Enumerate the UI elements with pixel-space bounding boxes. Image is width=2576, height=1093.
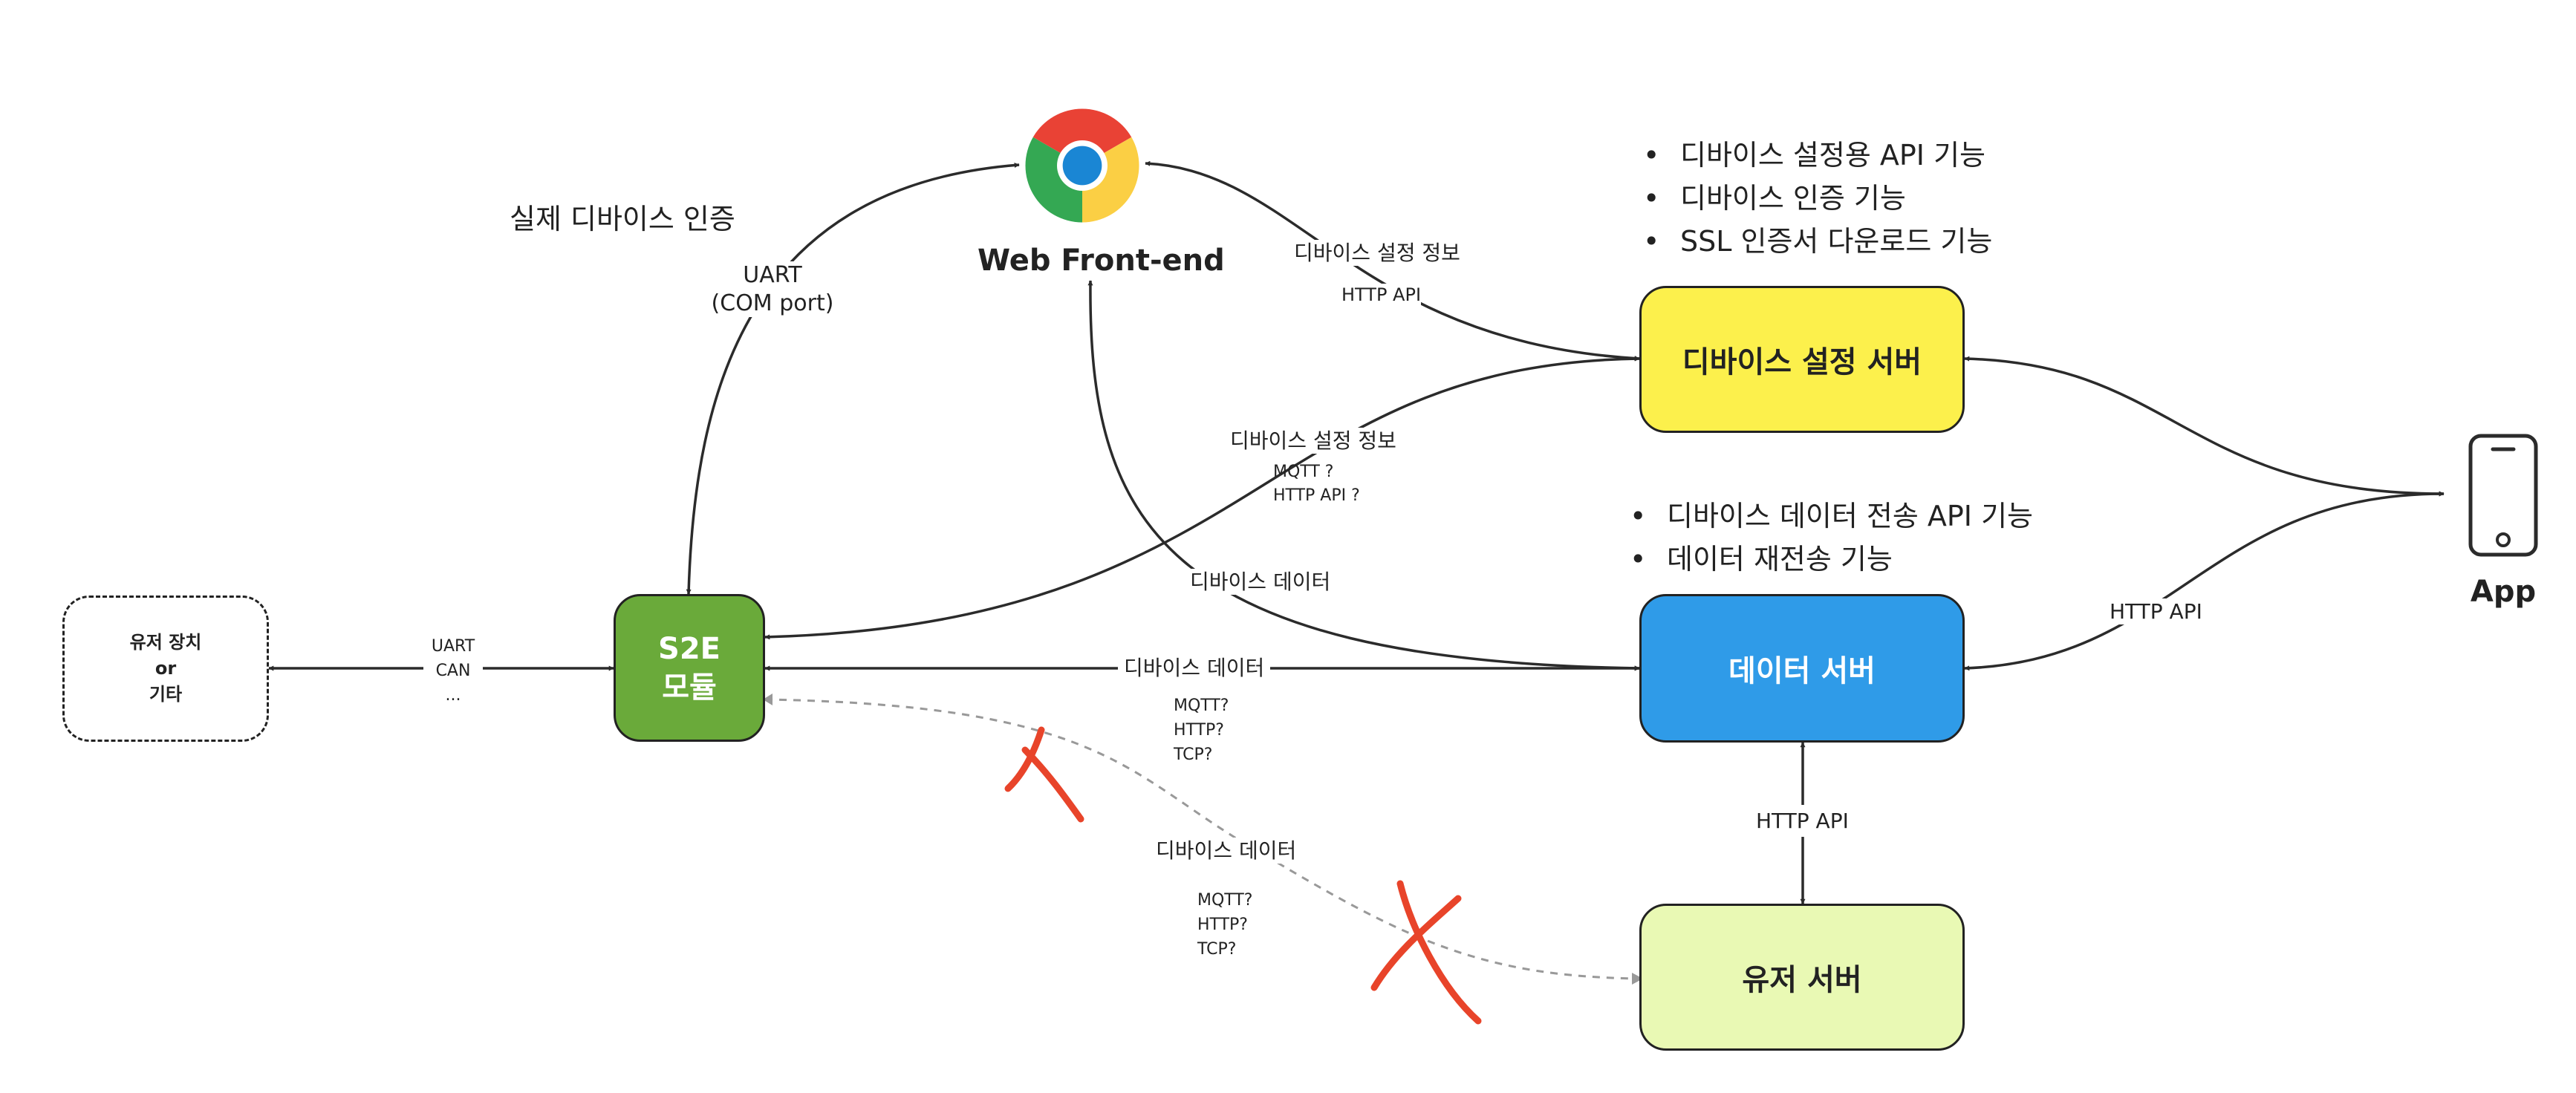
com-port-label: (COM port) <box>711 290 834 316</box>
uart-com-label: UART (COM port) <box>706 261 839 317</box>
deprecated-link <box>763 694 1643 985</box>
user-device-node: 유저 장치 or 기타 <box>62 596 269 742</box>
cross-mark-1b <box>1021 746 1084 823</box>
cross-mark-2a <box>1370 895 1462 991</box>
config-feature-text: 디바이스 인증 기능 <box>1680 182 1906 215</box>
data-feature-item: •데이터 재전송 기능 <box>1630 543 1893 575</box>
user-device-label-line1: 유저 장치 <box>129 632 202 653</box>
config-feature-item: •디바이스 설정용 API 기능 <box>1643 139 1985 172</box>
dashed-arrowhead-start <box>763 694 773 705</box>
left-protocol-etc: ... <box>445 686 461 705</box>
s2e-to-web-arrow <box>686 163 1020 595</box>
data-feature-text: 디바이스 데이터 전송 API 기능 <box>1667 500 2033 532</box>
data-server-label: 데이터 서버 <box>1728 654 1876 688</box>
web-to-data-arrow <box>1087 280 1640 671</box>
config-feature-text: SSL 인증서 다운로드 기능 <box>1680 225 1993 258</box>
user-device-label-line3: 기타 <box>149 683 183 705</box>
http-api-q-label: HTTP API ? <box>1273 486 1360 505</box>
s2e-to-config-arrow <box>764 356 1640 640</box>
arrow-lines <box>268 160 2445 904</box>
s2e-label-line1: S2E <box>658 631 721 666</box>
device-data-mid-label: 디바이스 데이터 <box>1190 569 1331 595</box>
protocol-dashed-label: MQTT? HTTP? TCP? <box>1197 888 1252 962</box>
chrome-logo-icon <box>1025 108 1139 223</box>
http-api-app-label: HTTP API <box>2110 598 2202 624</box>
left-protocol-label: UART CAN ... <box>423 634 483 708</box>
data-feature-text: 데이터 재전송 기능 <box>1667 543 1893 575</box>
auth-note: 실제 디바이스 인증 <box>510 203 735 235</box>
mqtt-q-label: MQTT ? <box>1273 463 1334 481</box>
cross-marks <box>1004 726 1482 1025</box>
config-feature-item: •디바이스 인증 기능 <box>1643 182 1906 215</box>
data-server-node: 데이터 서버 <box>1639 594 1965 743</box>
protocol-main-tcp: TCP? <box>1174 745 1213 764</box>
data-feature-item: •디바이스 데이터 전송 API 기능 <box>1630 500 2033 532</box>
device-data-main-label: 디바이스 데이터 <box>1118 655 1271 681</box>
user-device-label-line2: or <box>155 658 177 679</box>
config-feature-item: •SSL 인증서 다운로드 기능 <box>1643 225 1993 258</box>
cross-mark-2b <box>1396 880 1482 1025</box>
http-api-user-label: HTTP API <box>1756 805 1849 837</box>
device-data-dashed-label: 디바이스 데이터 <box>1156 838 1297 864</box>
s2e-label-line2: 모듈 <box>662 670 717 705</box>
user-server-label: 유저 서버 <box>1742 963 1862 997</box>
config-feature-text: 디바이스 설정용 API 기능 <box>1680 139 1985 172</box>
s2e-module-node: S2E 모듈 <box>614 594 765 742</box>
cross-mark-1a <box>1004 726 1045 792</box>
mobile-phone-icon <box>2468 434 2538 557</box>
s2e-to-user-dashed-line <box>764 698 1640 980</box>
protocol-dashed-http: HTTP? <box>1197 916 1248 934</box>
http-api-top-label: HTTP API <box>1341 284 1422 306</box>
dashed-arrowhead <box>1632 973 1643 985</box>
config-to-app-arrow <box>1964 356 2445 497</box>
config-server-label: 디바이스 설정 서버 <box>1682 345 1922 379</box>
protocol-main-http: HTTP? <box>1174 721 1224 740</box>
data-to-app-arrow <box>1964 491 2445 671</box>
web-frontend-label: Web Front-end <box>978 244 1225 278</box>
uart-label: UART <box>743 262 802 288</box>
app-label: App <box>2470 575 2537 609</box>
config-server-node: 디바이스 설정 서버 <box>1639 286 1965 433</box>
user-server-node: 유저 서버 <box>1639 904 1965 1051</box>
config-info-mid-label: 디바이스 설정 정보 <box>1230 428 1396 454</box>
protocol-dashed-tcp: TCP? <box>1197 940 1237 959</box>
left-protocol-uart: UART <box>431 637 475 656</box>
protocol-main-label: MQTT? HTTP? TCP? <box>1174 694 1229 767</box>
left-protocol-can: CAN <box>435 662 471 680</box>
protocol-main-mqtt: MQTT? <box>1174 696 1229 715</box>
config-info-top-label: 디바이스 설정 정보 <box>1294 240 1460 266</box>
protocol-dashed-mqtt: MQTT? <box>1197 891 1253 910</box>
